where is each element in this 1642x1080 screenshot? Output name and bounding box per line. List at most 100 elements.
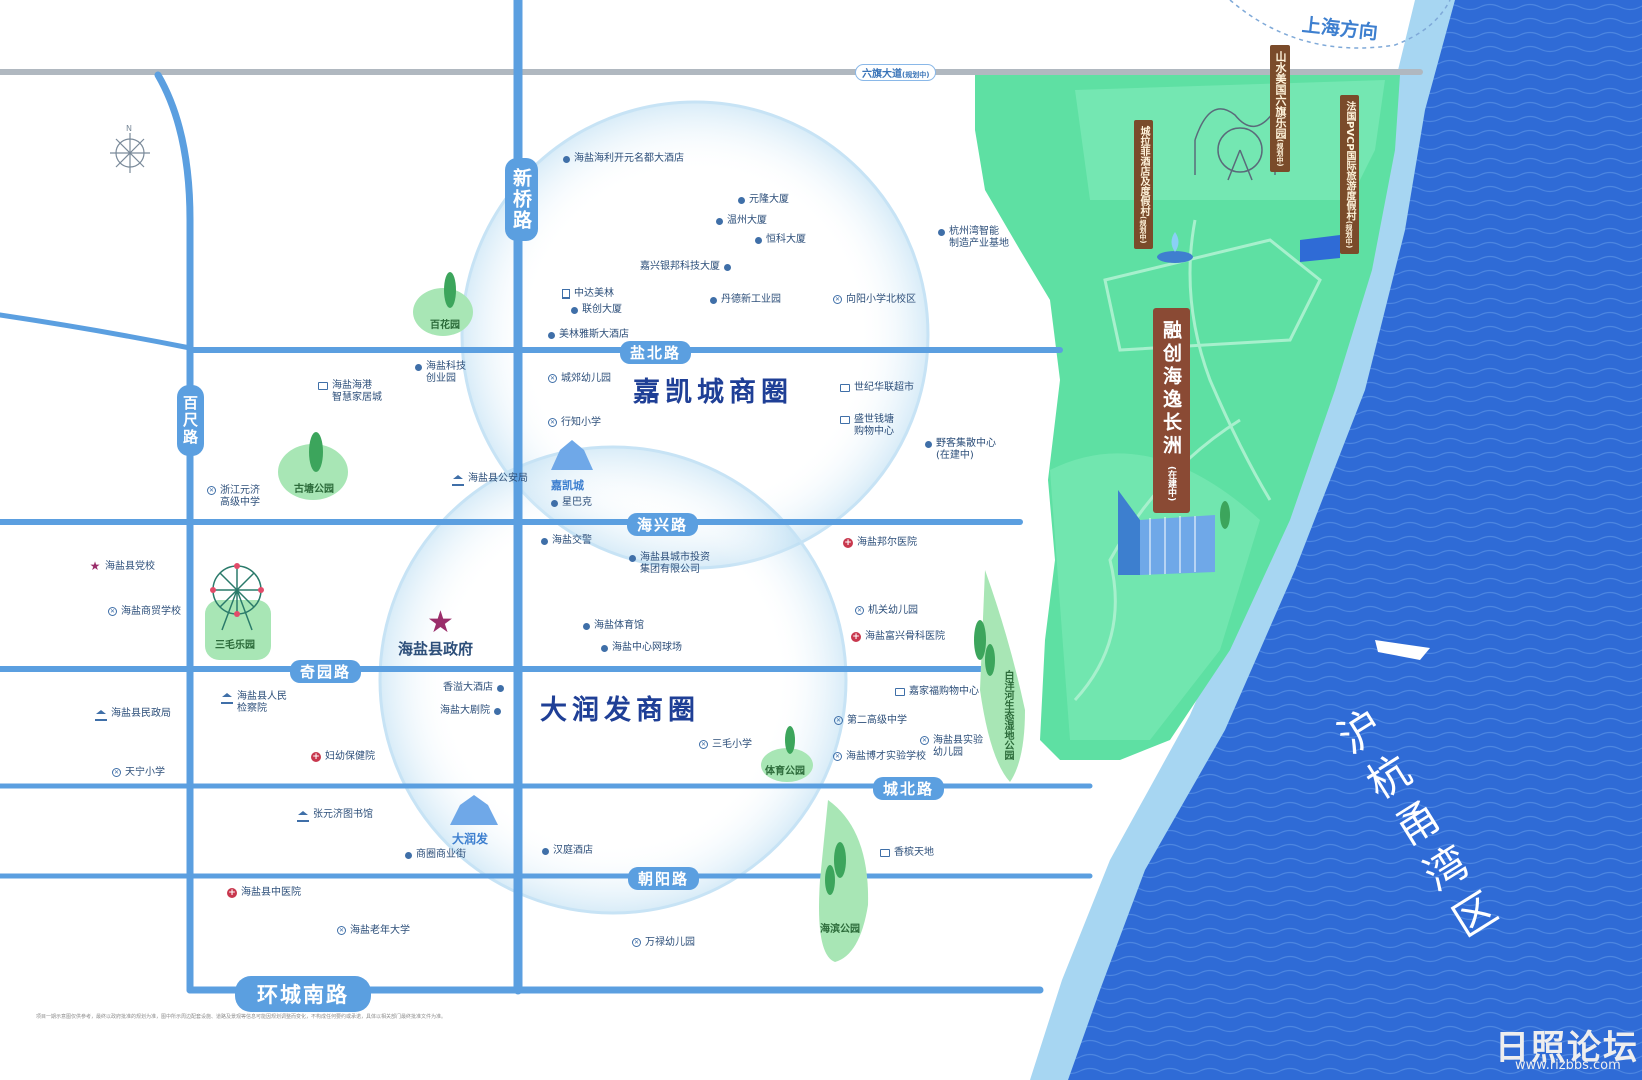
school-icon [548, 374, 557, 383]
dot-icon [415, 364, 422, 371]
poi-label: 丹德新工业园 [721, 294, 781, 305]
poi-label: 恒科大厦 [766, 234, 806, 245]
dot-icon [724, 264, 731, 271]
district-jiakaicheng: 嘉凯城商圈 [633, 377, 793, 408]
school-icon [632, 938, 641, 947]
project-name-banner: 融创海逸长洲(在建中) [1153, 308, 1190, 514]
dot-icon [494, 708, 501, 715]
school-icon [337, 926, 346, 935]
poi-label: 海盐大剧院 [440, 705, 490, 716]
poi-17: 野客集散中心 (在建中) [925, 438, 996, 462]
poi-label: 野客集散中心 (在建中) [936, 438, 996, 461]
poi-42: 汉庭酒店 [542, 845, 593, 857]
dot-icon [938, 229, 945, 236]
school-icon [834, 716, 843, 725]
banner-six-flags: 山水美国六旗乐园(规划中) [1270, 45, 1290, 173]
poi-25: 海盐商贸学校 [108, 606, 181, 618]
poi-label: 行知小学 [561, 417, 601, 428]
poi-7: 联创大厦 [571, 304, 622, 316]
road-label-xinqiao: 新桥路 [505, 158, 538, 241]
poi-47: 万禄幼儿园 [632, 937, 695, 949]
poi-label: 张元济图书馆 [313, 809, 373, 820]
poi-label: 世纪华联超市 [854, 382, 914, 393]
poi-41: 张元济图书馆 [297, 809, 373, 822]
poi-18: 浙江元济 高级中学 [207, 485, 260, 509]
dot-icon [497, 685, 504, 692]
shoreline [1030, 0, 1455, 1080]
poi-label: 海盐县城市投资 集团有限公司 [640, 552, 710, 575]
darunfa-building-label: 大润发 [452, 832, 489, 846]
poi-label: 向阳小学北校区 [846, 294, 916, 305]
poi-24: 海盐县党校 [89, 561, 155, 573]
poi-8: 丹德新工业园 [710, 294, 781, 306]
dot-icon [738, 197, 745, 204]
poi-22: 海盐县城市投资 集团有限公司 [629, 552, 710, 576]
banner-lafei-hotel: 城拉菲酒店及度假村(规划中) [1134, 120, 1153, 250]
gov-icon [95, 710, 107, 721]
government-star-icon: ★ [427, 605, 454, 640]
darunfa-circle [378, 445, 848, 915]
poi-label: 中达美林 [574, 288, 614, 299]
poi-6: 中达美林 [562, 288, 614, 300]
road-label-yanbei: 盐北路 [620, 341, 692, 364]
dot-icon [601, 645, 608, 652]
poi-label: 香溢大酒店 [443, 682, 493, 693]
hospital-icon [843, 538, 853, 548]
dot-icon [548, 332, 555, 339]
poi-label: 机关幼儿园 [868, 605, 918, 616]
park-label-gutang: 古塘公园 [294, 484, 334, 495]
poi-label: 元隆大厦 [749, 194, 789, 205]
poi-label: 海盐体育馆 [594, 620, 644, 631]
road-label-huancheng-south: 环城南路 [235, 976, 371, 1012]
school-icon [920, 736, 929, 745]
poi-46: 海盐老年大学 [337, 925, 410, 937]
poi-12: 城郊幼儿园 [548, 373, 611, 385]
poi-28: 机关幼儿园 [855, 605, 918, 617]
park-label-tiyu: 体育公园 [765, 766, 805, 777]
school-icon [699, 740, 708, 749]
poi-label: 海盐商贸学校 [121, 606, 181, 617]
poi-label: 海盐县人民 检察院 [237, 691, 287, 714]
hospital-icon [311, 752, 321, 762]
gov-icon [221, 693, 233, 704]
poi-39: 海盐博才实验学校 [833, 751, 926, 763]
poi-label: 汉庭酒店 [553, 845, 593, 856]
poi-35: 第二高级中学 [834, 715, 907, 727]
boat-icon [1375, 640, 1430, 660]
poi-label: 三毛小学 [712, 739, 752, 750]
jiakaicheng-building-icon [551, 440, 593, 470]
mall-icon [880, 849, 890, 857]
poi-label: 海盐老年大学 [350, 925, 410, 936]
road-label-chaoyang: 朝阳路 [628, 867, 700, 890]
poi-label: 天宁小学 [125, 767, 165, 778]
poi-label: 妇幼保健院 [325, 751, 375, 762]
poi-label: 海盐富兴骨科医院 [865, 631, 945, 642]
project-tower-icon [1118, 490, 1215, 575]
poi-43: 香槟天地 [880, 847, 934, 859]
dot-icon [925, 441, 932, 448]
dot-icon [405, 852, 412, 859]
poi-27: 海盐中心网球场 [601, 642, 682, 654]
poi-label: 海盐县中医院 [241, 887, 301, 898]
park-label-haibin: 海滨公园 [820, 924, 860, 935]
poi-34: 嘉家福购物中心 [895, 686, 979, 698]
poi-45: 海盐县中医院 [227, 887, 301, 899]
poi-label: 海盐县实验 幼儿园 [933, 735, 983, 758]
poi-44: 商圈商业街 [405, 849, 466, 861]
poi-31: 海盐县人民 检察院 [221, 691, 287, 715]
poi-14: 海盐海港 智慧家居城 [318, 380, 382, 404]
gov-icon [452, 475, 464, 486]
poi-40: 天宁小学 [112, 767, 165, 779]
poi-label: 嘉兴银邦科技大厦 [640, 261, 720, 272]
poi-label: 商圈商业街 [416, 849, 466, 860]
poi-2: 温州大厦 [716, 215, 767, 227]
poi-label: 盛世钱塘 购物中心 [854, 414, 894, 437]
poi-label: 海盐交警 [552, 535, 592, 546]
poi-label: 海盐中心网球场 [612, 642, 682, 653]
poi-label: 海盐博才实验学校 [846, 751, 926, 762]
poi-label: 第二高级中学 [847, 715, 907, 726]
poi-20: 星巴克 [551, 497, 592, 509]
poi-label: 星巴克 [562, 497, 592, 508]
logo-watermark-name: 日照论坛 [1495, 1028, 1639, 1068]
